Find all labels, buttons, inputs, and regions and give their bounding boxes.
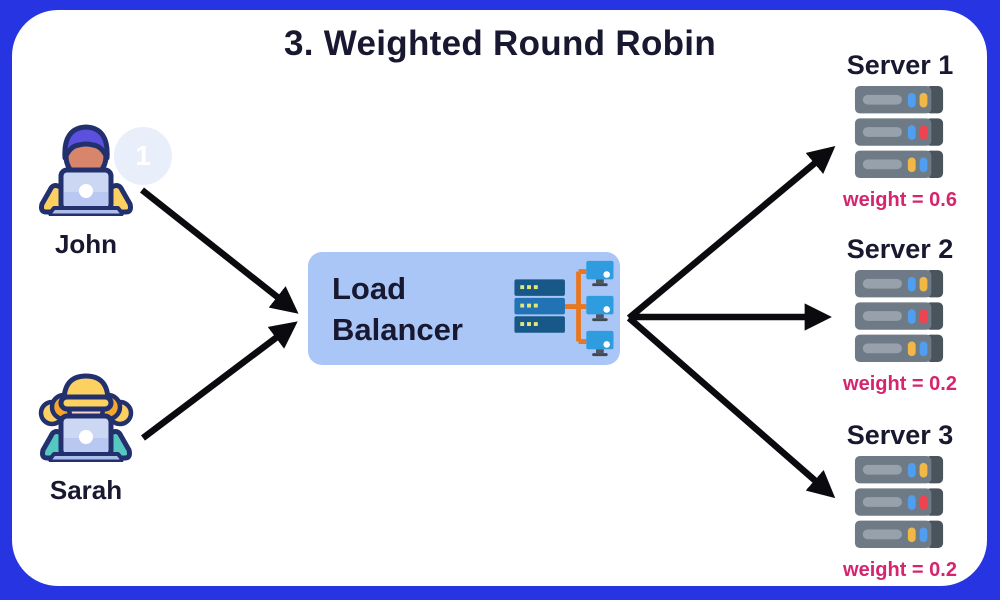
server-2-label: Server 2 [846,234,954,264]
server-1-weight: weight = 0.6 [843,189,957,211]
request-count-badge: 1 [114,127,172,185]
server-2-weight: weight = 0.2 [843,373,957,395]
server-1-group: Server 1 weight = 0.6 [838,50,962,212]
server-3-weight: weight = 0.2 [843,559,957,581]
user-john: John [30,120,142,260]
user-sarah-label: Sarah [49,475,123,505]
load-balancer-network-icon [514,260,614,357]
load-balancer-label: Load Balancer [332,270,463,347]
load-balancer-icon-wrap [510,258,616,364]
server-2-group: Server 2 weight = 0.2 [838,234,962,396]
server-3-label: Server 3 [846,420,954,450]
user-sarah: Sarah [30,366,142,506]
load-balancer-box: Load Balancer [308,252,620,365]
diagram-title: 3. Weighted Round Robin [283,24,717,63]
man-at-laptop-icon [39,124,133,218]
woman-at-laptop-icon [38,373,134,464]
server-rack-icon [854,270,944,363]
server-rack-icon [854,86,944,179]
server-1-label: Server 1 [846,50,954,80]
server-3-group: Server 3 weight = 0.2 [838,420,962,582]
user-john-label: John [54,229,118,259]
server-rack-icon [854,456,944,549]
